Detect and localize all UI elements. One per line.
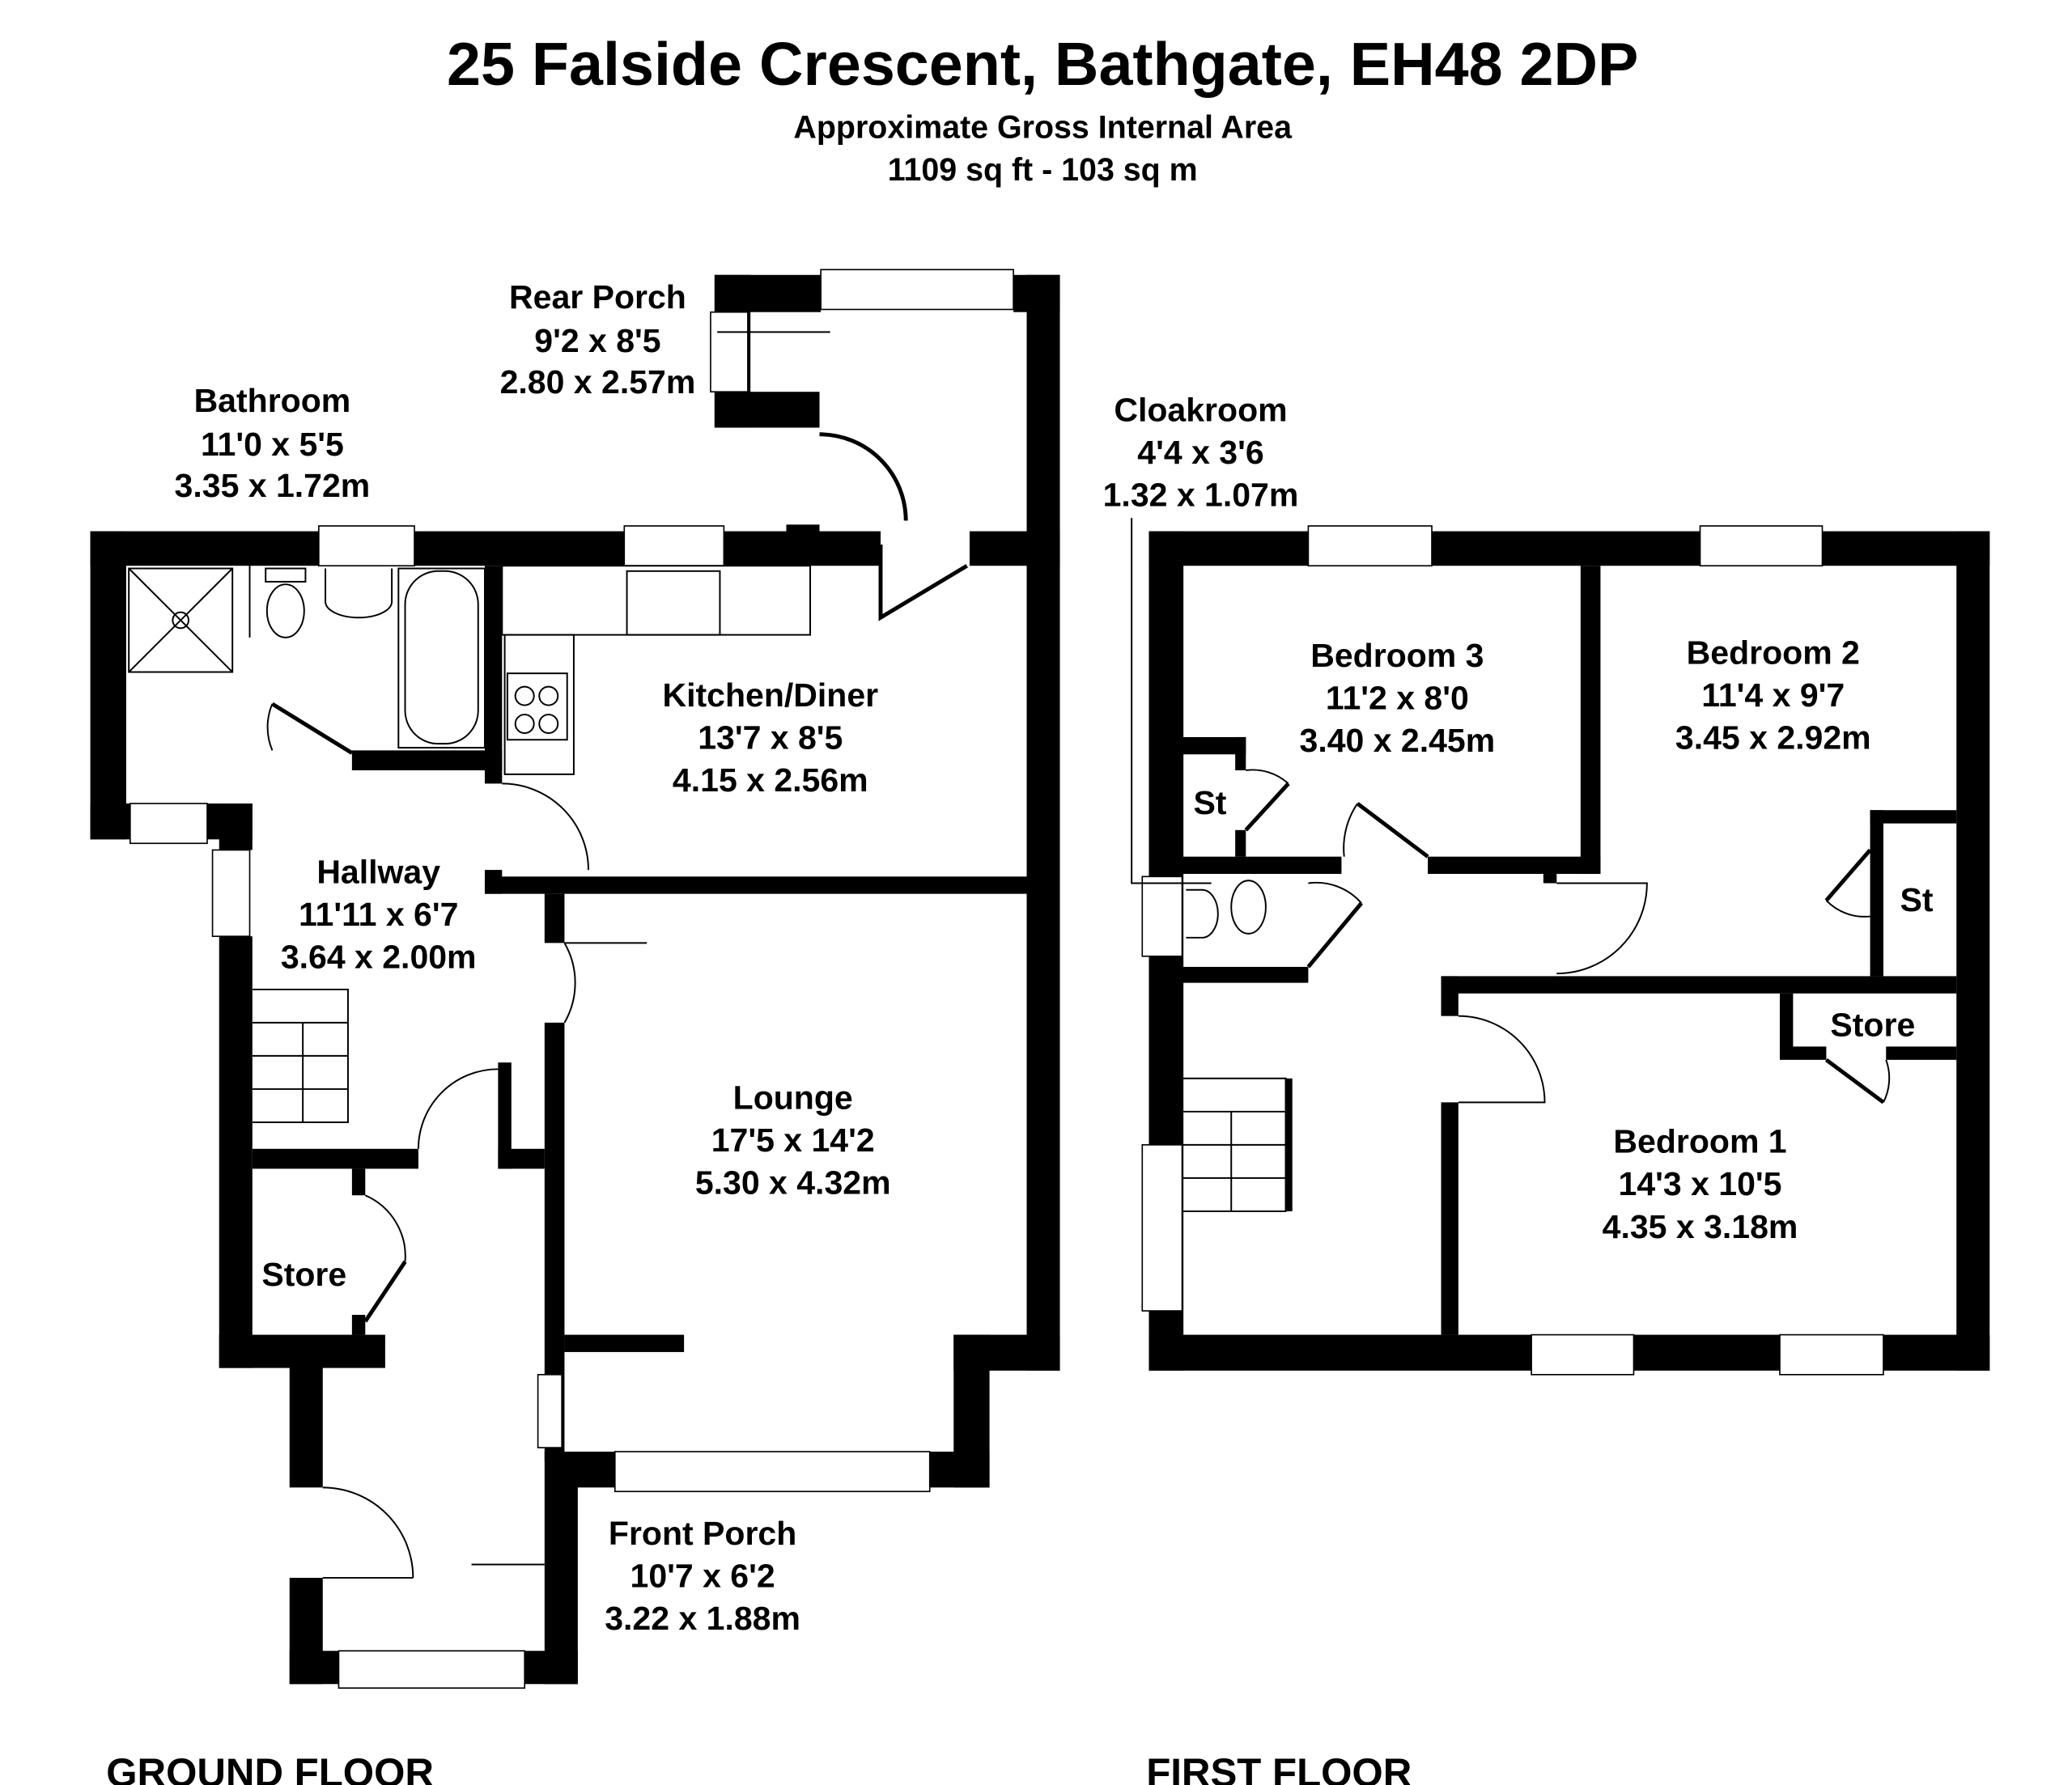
room-label-lounge: Lounge 17'5 x 14'2 5.30 x 4.32m: [695, 1079, 891, 1202]
svg-text:10'7 x 6'2: 10'7 x 6'2: [631, 1557, 775, 1594]
room-label-front-porch: Front Porch 10'7 x 6'2 3.22 x 1.88m: [605, 1515, 800, 1637]
svg-text:9'2 x 8'5: 9'2 x 8'5: [534, 322, 660, 359]
svg-text:Bedroom 2: Bedroom 2: [1687, 634, 1860, 672]
svg-text:Front Porch: Front Porch: [609, 1515, 796, 1552]
svg-text:11'0 x 5'5: 11'0 x 5'5: [201, 426, 344, 463]
room-label-bedroom-1: Bedroom 1 14'3 x 10'5 4.35 x 3.18m: [1603, 1123, 1798, 1245]
svg-text:14'3 x 10'5: 14'3 x 10'5: [1619, 1165, 1782, 1202]
svg-text:3.45 x 2.92m: 3.45 x 2.92m: [1675, 719, 1871, 757]
room-label-rear-porch: Rear Porch 9'2 x 8'5 2.80 x 2.57m: [500, 278, 696, 401]
ground-floor-windows: [130, 269, 1014, 1690]
svg-text:11'2 x 8'0: 11'2 x 8'0: [1326, 679, 1469, 716]
svg-text:Kitchen/Diner: Kitchen/Diner: [662, 676, 878, 714]
area-total: 1109 sq ft - 103 sq m: [888, 152, 1198, 188]
svg-text:4'4 x 3'6: 4'4 x 3'6: [1137, 434, 1263, 471]
svg-text:4.35 x 3.18m: 4.35 x 3.18m: [1603, 1208, 1798, 1245]
first-floor-label: FIRST FLOOR: [1146, 1751, 1412, 1785]
room-label-hallway: Hallway 11'11 x 6'7 3.64 x 2.00m: [281, 854, 477, 976]
svg-text:Bathroom: Bathroom: [194, 382, 351, 419]
svg-text:3.40 x 2.45m: 3.40 x 2.45m: [1300, 722, 1496, 759]
svg-text:11'4 x 9'7: 11'4 x 9'7: [1701, 676, 1845, 714]
svg-text:3.22 x 1.88m: 3.22 x 1.88m: [605, 1600, 800, 1637]
svg-text:Rear Porch: Rear Porch: [509, 278, 686, 316]
room-label-bathroom: Bathroom 11'0 x 5'5 3.35 x 1.72m: [175, 382, 371, 504]
room-label-store-bedroom-2: St: [1900, 881, 1933, 918]
first-floor-doors: [1244, 769, 1891, 1104]
svg-text:3.64 x 2.00m: 3.64 x 2.00m: [281, 939, 477, 976]
room-label-cloakroom: Cloakroom 4'4 x 3'6 1.32 x 1.07m: [1103, 391, 1299, 513]
room-label-bedroom-3: Bedroom 3 11'2 x 8'0 3.40 x 2.45m: [1300, 637, 1496, 759]
ground-floor-doors: [266, 432, 968, 1579]
area-subtitle: Approximate Gross Internal Area: [793, 110, 1293, 146]
svg-text:13'7 x 8'5: 13'7 x 8'5: [698, 719, 843, 757]
first-floor-fixtures: [1131, 518, 1287, 1212]
room-label-store: Store: [261, 1256, 346, 1293]
ground-floor-fixtures: [128, 331, 830, 1123]
svg-text:5.30 x 4.32m: 5.30 x 4.32m: [695, 1164, 891, 1202]
svg-text:1.32 x 1.07m: 1.32 x 1.07m: [1103, 476, 1299, 513]
svg-text:4.15 x 2.56m: 4.15 x 2.56m: [673, 761, 868, 799]
svg-text:3.35 x 1.72m: 3.35 x 1.72m: [175, 467, 371, 504]
first-floor-walls: [1149, 531, 1990, 1371]
svg-text:Lounge: Lounge: [733, 1079, 853, 1117]
svg-text:2.80 x 2.57m: 2.80 x 2.57m: [500, 363, 696, 401]
first-floor-windows: [1141, 525, 1884, 1376]
room-label-store-bedroom-1: Store: [1830, 1006, 1915, 1043]
svg-text:Bedroom 1: Bedroom 1: [1613, 1123, 1786, 1160]
svg-text:Hallway: Hallway: [316, 854, 440, 891]
svg-text:11'11 x 6'7: 11'11 x 6'7: [299, 896, 458, 933]
svg-text:Bedroom 3: Bedroom 3: [1310, 637, 1484, 674]
room-label-store-bedroom-3: St: [1193, 784, 1226, 821]
svg-text:17'5 x 14'2: 17'5 x 14'2: [711, 1121, 875, 1159]
ground-floor-walls: [90, 274, 1060, 1685]
svg-text:Cloakroom: Cloakroom: [1114, 391, 1287, 428]
ground-floor-label: GROUND FLOOR: [106, 1751, 434, 1785]
room-label-bedroom-2: Bedroom 2 11'4 x 9'7 3.45 x 2.92m: [1675, 634, 1871, 757]
room-label-kitchen-diner: Kitchen/Diner 13'7 x 8'5 4.15 x 2.56m: [662, 676, 878, 799]
property-title: 25 Falside Crescent, Bathgate, EH48 2DP: [447, 30, 1638, 98]
